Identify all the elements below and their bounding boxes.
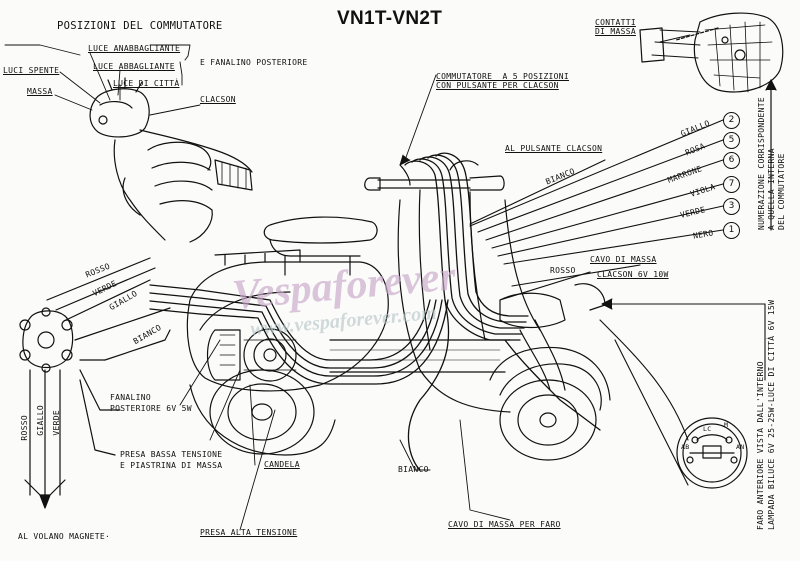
label-clacson: CLACSON bbox=[200, 95, 236, 104]
switch-contacts-drawing bbox=[639, 12, 784, 93]
label-commutatore: COMMUTATORE A 5 POSIZIONI CON PULSANTE P… bbox=[436, 72, 570, 90]
label-fanalino-posteriore: E FANALINO POSTERIORE bbox=[200, 58, 308, 67]
label-cavo-massa-faro: CAVO DI MASSA PER FARO bbox=[448, 520, 561, 529]
terminal-number: 2 bbox=[723, 112, 740, 129]
label-clacson-spec: CLACSON 6V 10W bbox=[597, 270, 669, 279]
wiring-harness bbox=[149, 152, 601, 471]
label-faro-anteriore: FARO ANTERIORE VISTA DALL'INTERNO LAMPAD… bbox=[756, 299, 776, 530]
label-luci-spente: LUCI SPENTE bbox=[3, 66, 60, 75]
label-al-pulsante-clacson: AL PULSANTE CLACSON bbox=[505, 144, 603, 153]
scooter-drawing bbox=[186, 160, 611, 461]
wire-label-bianco-bottom: BIANCO bbox=[398, 465, 429, 474]
terminal-number: 3 bbox=[723, 198, 740, 215]
headlamp-socket-drawing bbox=[676, 417, 748, 489]
label-candela: CANDELA bbox=[264, 460, 300, 469]
lamp-contact-m: M bbox=[724, 421, 729, 429]
switch-positions-title: POSIZIONI DEL COMMUTATORE bbox=[57, 20, 223, 32]
label-al-volano-magnete: AL VOLANO MAGNETE· bbox=[18, 532, 111, 541]
diagram-title: VN1T-VN2T bbox=[337, 8, 443, 29]
label-numerazione: NUMERAZIONE CORRISPONDENTE A QUELLA INTE… bbox=[757, 96, 786, 230]
terminal-number: 1 bbox=[723, 222, 740, 239]
label-fanalino-posteriore-spec: FANALINO POSTERIORE 6V 5W bbox=[110, 393, 192, 413]
lamp-contact-ab: AB bbox=[681, 443, 690, 451]
label-presa-bassa-tensione: PRESA BASSA TENSIONE E PIASTRINA DI MASS… bbox=[120, 450, 223, 470]
lamp-contact-an: AN bbox=[736, 443, 745, 451]
lead-label-rosso: ROSSO bbox=[20, 415, 29, 441]
terminal-number: 5 bbox=[723, 132, 740, 149]
label-luce-di-citta: LUCE DI CITTÀ bbox=[113, 79, 180, 88]
terminal-number: 7 bbox=[723, 176, 740, 193]
label-contatti-di-massa: CONTATTI DI MASSA bbox=[595, 18, 636, 36]
terminal-number: 6 bbox=[723, 152, 740, 169]
label-luce-anabbagliante: LUCE ANABBAGLIANTE bbox=[88, 44, 181, 53]
lamp-contact-lc: LC bbox=[703, 425, 712, 433]
label-presa-alta-tensione: PRESA ALTA TENSIONE bbox=[200, 528, 298, 537]
hand-on-switch-drawing bbox=[89, 77, 253, 243]
label-luce-abbagliante: LUCE ABBAGLIANTE bbox=[93, 62, 175, 71]
label-massa: MASSA bbox=[27, 87, 53, 96]
lead-label-giallo: GIALLO bbox=[36, 405, 45, 436]
magneto-terminal-drawing bbox=[19, 257, 171, 509]
lead-label-verde: VERDE bbox=[52, 410, 61, 436]
label-cavo-di-massa: CAVO DI MASSA bbox=[590, 255, 657, 264]
wire-label-rosso-right: ROSSO bbox=[550, 266, 576, 275]
